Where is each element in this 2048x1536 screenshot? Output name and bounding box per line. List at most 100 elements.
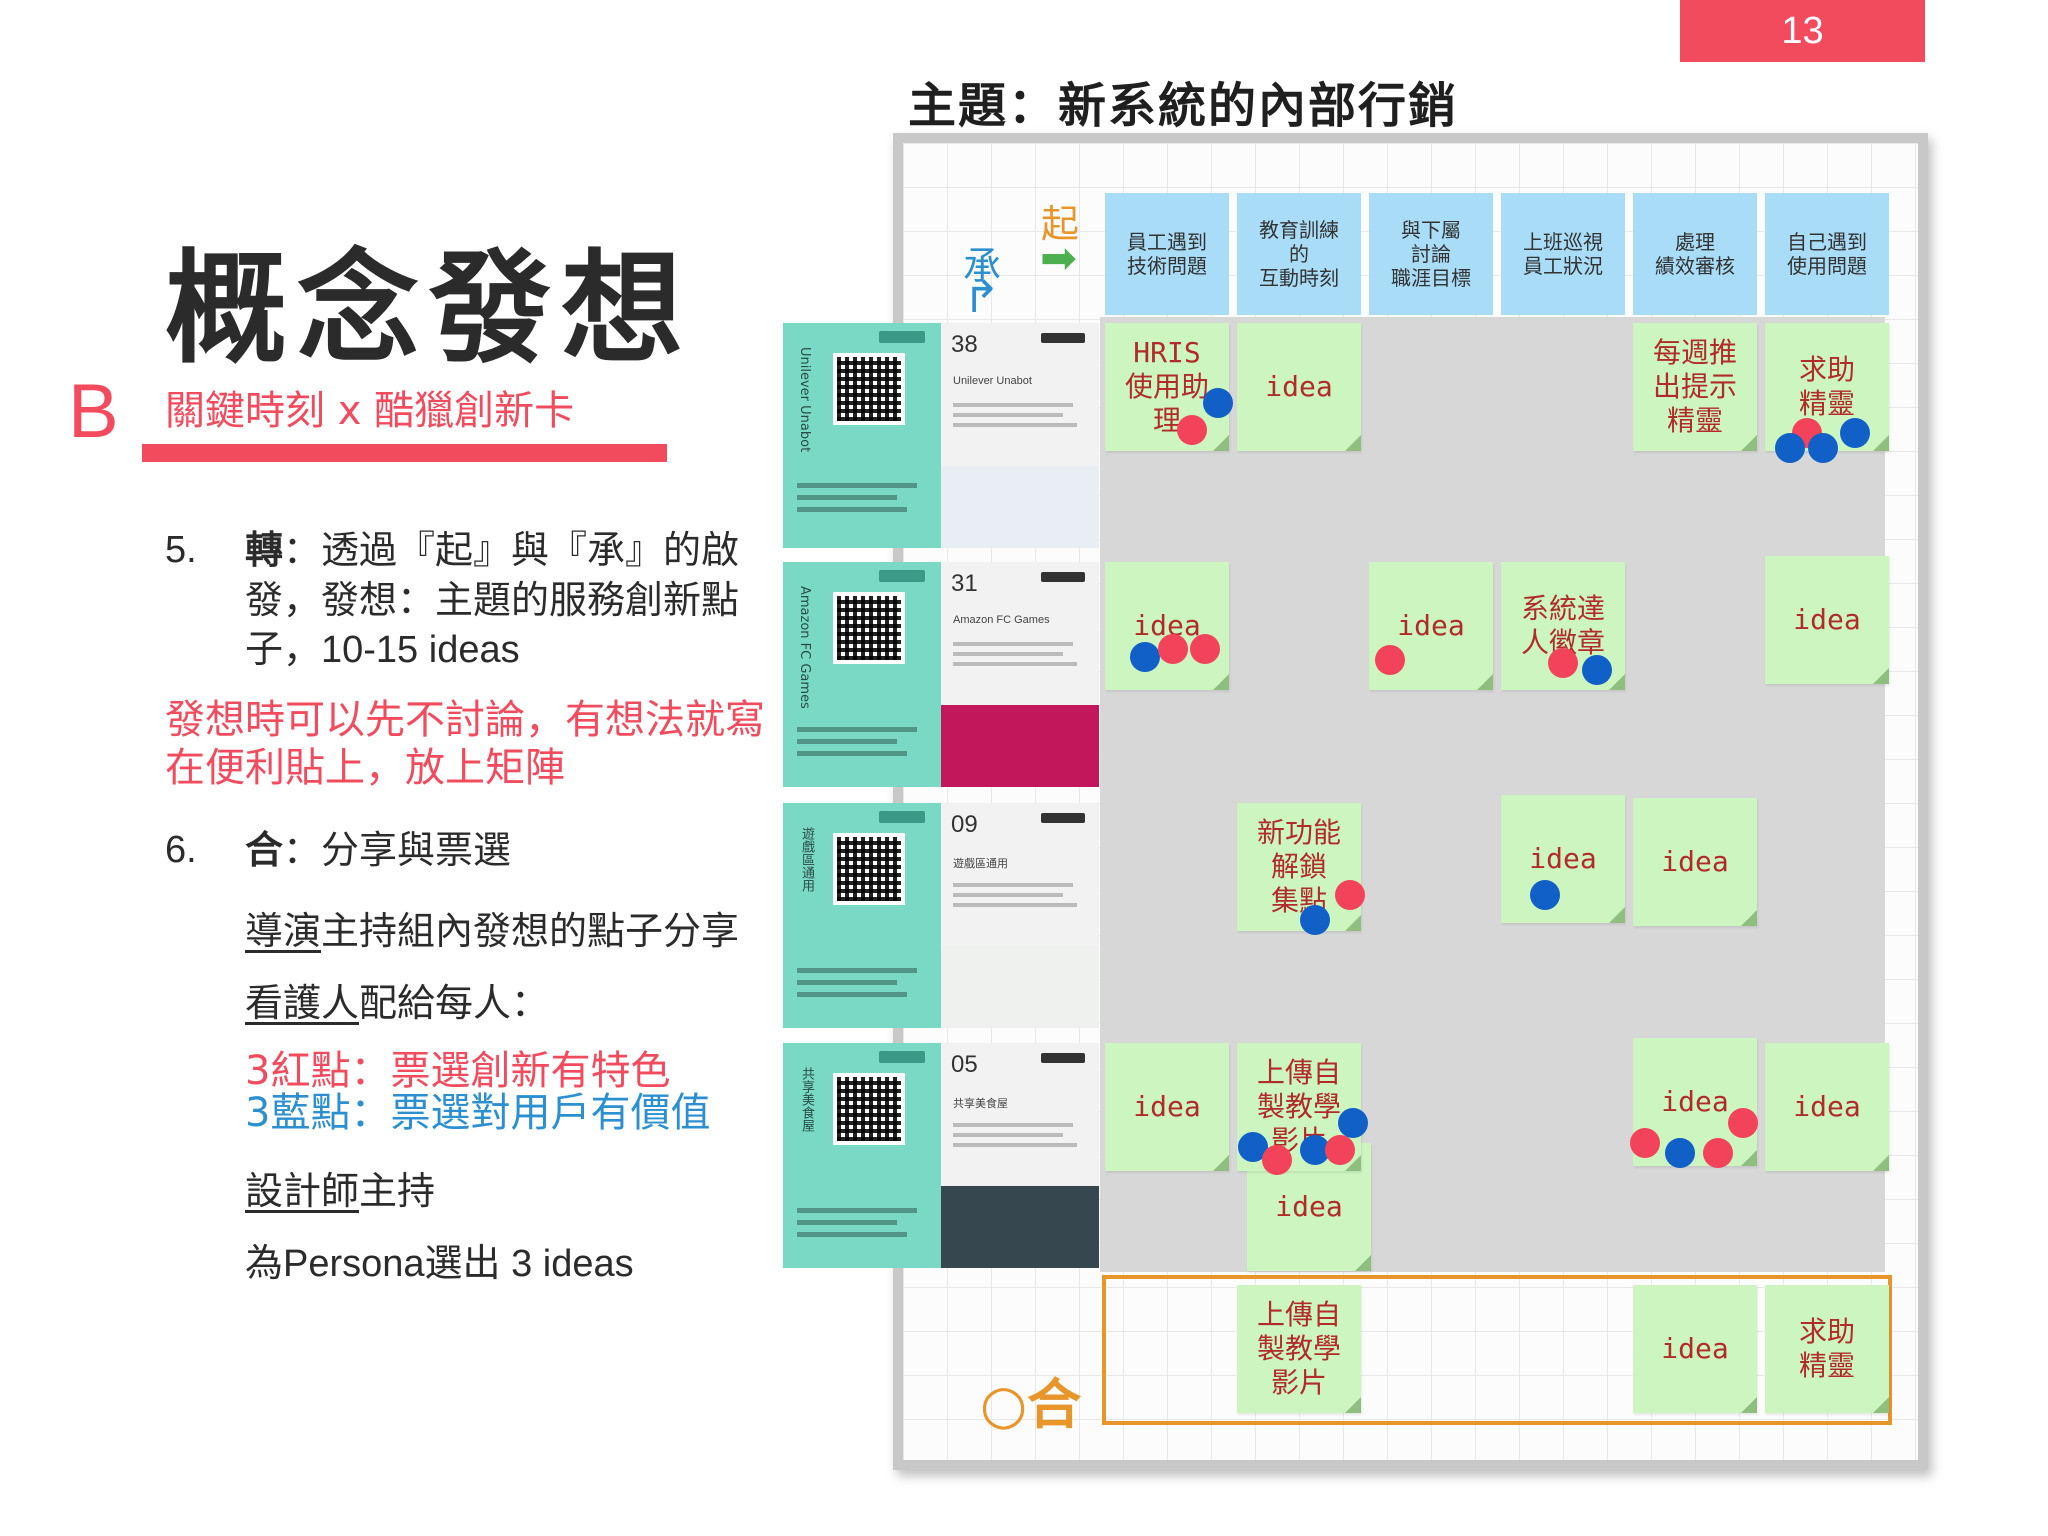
card-front: Amazon FC Games [783, 562, 941, 787]
card-text [797, 727, 917, 732]
red-vote-dot [1375, 645, 1405, 675]
director-role: 導演 [245, 909, 322, 953]
card-name: 共享美食屋 [953, 1098, 1008, 1110]
card-back: 38 Unilever Unabot [941, 323, 1099, 548]
step-5-line1: ：透過『起』與『承』的啟 [283, 528, 740, 572]
page-number: 13 [1680, 0, 1925, 62]
section-underline [142, 444, 667, 462]
red-vote-dot [1335, 880, 1365, 910]
card-badge [879, 811, 925, 823]
column-header: 員工遇到 技術問題 [1105, 193, 1229, 315]
qr-code-icon [833, 353, 905, 425]
red-vote-dot [1325, 1135, 1355, 1165]
card-name: Unilever Unabot [953, 375, 1032, 387]
card-side-title: Amazon FC Games [797, 586, 812, 709]
card-text [953, 883, 1073, 887]
designer-text: 主持 [359, 1169, 436, 1213]
red-vote-dot [1703, 1138, 1733, 1168]
sticky-corner [1355, 1255, 1371, 1271]
sticky-note: idea [1765, 1043, 1889, 1171]
sticky-note: idea [1633, 798, 1757, 926]
sticky-corner [1873, 668, 1889, 684]
red-vote-dot [1630, 1128, 1660, 1158]
card-back: 05 共享美食屋 [941, 1043, 1099, 1268]
card-text [797, 1232, 907, 1237]
card-text [953, 662, 1077, 666]
sticky-corner [1873, 435, 1889, 451]
sticky-corner [1213, 435, 1229, 451]
card-number: 09 [951, 811, 978, 838]
card-side-title: Unilever Unabot [797, 347, 812, 453]
card-number: 38 [951, 331, 978, 358]
sticky-note-text: 求助 精靈 [1798, 1315, 1855, 1382]
director-text: 主持組內發想的點子分享 [321, 909, 740, 953]
sticky-note-text: HRIS 使用助 理 [1124, 336, 1209, 437]
sticky-corner [1741, 910, 1757, 926]
card-tag [1041, 813, 1085, 823]
sticky-corner [1213, 674, 1229, 690]
brainstorm-note-line1: 發想時可以先不討論，有想法就寫 [165, 697, 765, 743]
sticky-corner [1741, 1150, 1757, 1166]
sticky-corner [1213, 1155, 1229, 1171]
card-text [953, 403, 1073, 407]
sticky-note: idea [1105, 1043, 1229, 1171]
column-header: 自己遇到 使用問題 [1765, 193, 1889, 315]
card-text [797, 1220, 897, 1225]
card-back: 31 Amazon FC Games [941, 562, 1099, 787]
card-text [797, 980, 897, 985]
he-selection-frame [1102, 1275, 1892, 1425]
sticky-note: HRIS 使用助 理 [1105, 323, 1229, 451]
card-text [953, 1133, 1063, 1137]
card-front: 遊戲區通用 [783, 803, 941, 1028]
card-text [953, 903, 1077, 907]
step-5: 5. 轉：透過『起』與『承』的啟 發，發想：主題的服務創新點 子，10-15 i… [165, 525, 785, 685]
card-image [941, 705, 1099, 787]
sticky-note: 新功能 解鎖 集點 [1237, 803, 1361, 931]
carer-role: 看護人 [245, 981, 360, 1025]
persona-line: 為Persona選出 3 ideas [245, 1243, 634, 1285]
innovation-card: Unilever Unabot 38 Unilever Unabot [783, 323, 1099, 548]
card-text [797, 992, 907, 997]
qr-code-icon [833, 1073, 905, 1145]
sticky-note-text: idea [1529, 842, 1597, 875]
board-title: 主題：新系統的內部行銷 [908, 78, 1459, 134]
arrow-right-icon: ➡ [1040, 233, 1077, 284]
card-tag [1041, 1053, 1085, 1063]
blue-dots-rule: 3藍點：票選對用戶有價值 [245, 1090, 711, 1136]
sticky-corner [1345, 435, 1361, 451]
card-text [953, 652, 1063, 656]
sticky-note: idea [1501, 795, 1625, 923]
blue-vote-dot [1300, 905, 1330, 935]
sticky-corner [1609, 674, 1625, 690]
section-letter: B [68, 369, 119, 454]
card-text [797, 507, 907, 512]
qi-label: 起 [1041, 202, 1080, 246]
card-image [941, 946, 1099, 1028]
sticky-corner [1873, 1155, 1889, 1171]
sticky-note: 上傳自 製教學 影片 [1237, 1285, 1361, 1413]
column-header: 與下屬 討論 職涯目標 [1369, 193, 1493, 315]
sticky-note-text: idea [1275, 1190, 1343, 1223]
card-name: 遊戲區通用 [953, 858, 1008, 870]
sticky-note-text: 新功能 解鎖 集點 [1256, 816, 1341, 917]
designer-line: 設計師主持 [245, 1160, 435, 1215]
section-subtitle: 關鍵時刻 x 酷獵創新卡 [165, 388, 575, 434]
card-text [953, 423, 1077, 427]
card-tag [1041, 572, 1085, 582]
sticky-note-text: 求助 精靈 [1798, 353, 1855, 420]
card-badge [879, 570, 925, 582]
sticky-note: idea [1633, 1285, 1757, 1413]
column-header: 教育訓練 的 互動時刻 [1237, 193, 1361, 315]
blue-vote-dot [1203, 388, 1233, 418]
card-side-title: 遊戲區通用 [799, 827, 814, 892]
sticky-note: idea [1237, 323, 1361, 451]
column-header: 上班巡視 員工狀況 [1501, 193, 1625, 315]
sticky-note: idea [1105, 562, 1229, 690]
sticky-note: 求助 精靈 [1765, 1285, 1889, 1413]
step-6-head: 合 [245, 828, 284, 872]
card-text [797, 483, 917, 488]
column-header: 處理 績效審核 [1633, 193, 1757, 315]
blue-vote-dot [1665, 1138, 1695, 1168]
sticky-corner [1345, 915, 1361, 931]
card-badge [879, 331, 925, 343]
